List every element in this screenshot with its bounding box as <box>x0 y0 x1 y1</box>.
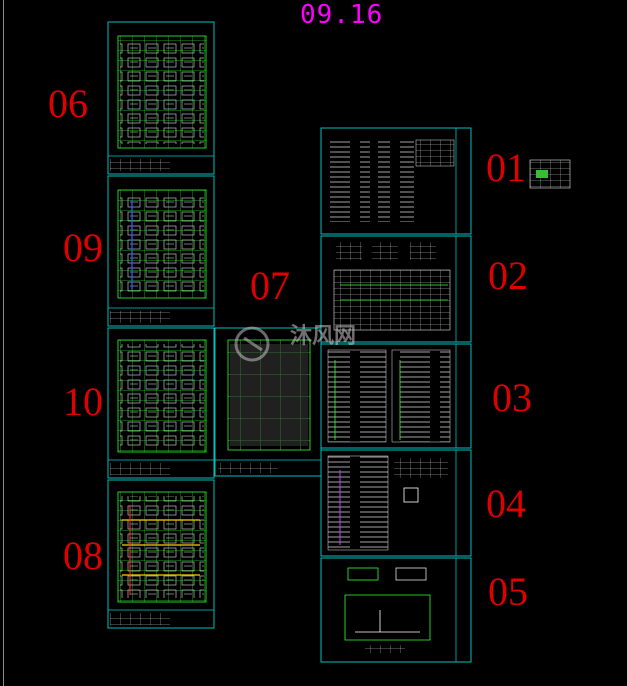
sheet-number-04: 04 <box>486 481 526 526</box>
sheet-01[interactable] <box>320 127 472 235</box>
sheet-08[interactable] <box>107 479 215 629</box>
sheet-number-01: 01 <box>486 145 526 190</box>
sheet-03[interactable] <box>320 343 472 449</box>
sheet-number-09: 09 <box>63 225 103 270</box>
sheet-number-10: 10 <box>63 379 103 424</box>
sheet-number-03: 03 <box>492 375 532 420</box>
watermark-logo <box>234 326 270 362</box>
sheet-10[interactable] <box>107 327 215 479</box>
sheet-number-06: 06 <box>48 81 88 126</box>
sheet-number-08: 08 <box>63 533 103 578</box>
sheet-number-07: 07 <box>250 263 290 308</box>
sheet-06[interactable] <box>107 21 215 175</box>
sheet-09[interactable] <box>107 175 215 327</box>
sheet-05[interactable] <box>320 557 472 663</box>
legend-table[interactable] <box>529 159 571 189</box>
model-space-border <box>3 0 4 686</box>
sheet-number-05: 05 <box>488 569 528 614</box>
sheet-04[interactable] <box>320 449 472 557</box>
drawing-title: 09.16 <box>300 0 384 30</box>
watermark-text: 沐风网 <box>290 324 357 349</box>
sheet-02[interactable] <box>320 235 472 343</box>
sheet-number-02: 02 <box>488 253 528 298</box>
